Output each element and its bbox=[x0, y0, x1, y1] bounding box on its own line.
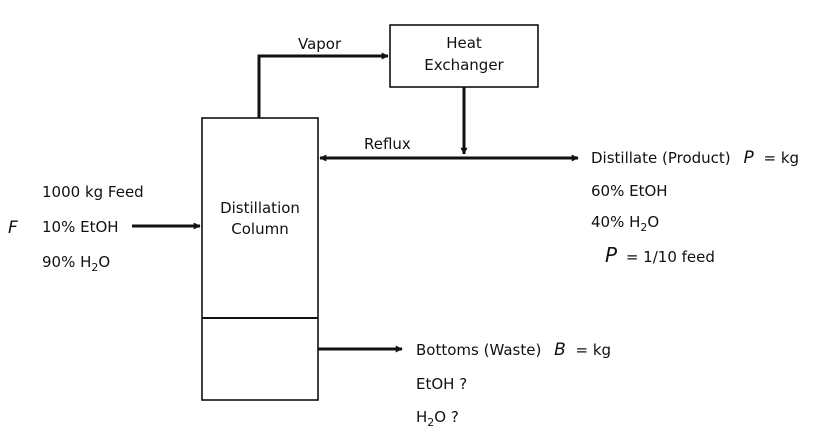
distillate-ratio: P = 1/10 feed bbox=[605, 243, 715, 267]
bottoms-stream: Bottoms (Waste) B = kg EtOH ? H2O ? bbox=[318, 340, 611, 429]
reflux-stream: Reflux bbox=[319, 135, 464, 162]
vapor-stream-label: Vapor bbox=[298, 35, 342, 53]
bottoms-water-unknown: H2O ? bbox=[416, 408, 459, 429]
feed-symbol: F bbox=[8, 218, 18, 238]
heat-exchanger-box bbox=[389, 24, 539, 88]
distillate-water-fraction: 40% H2O bbox=[591, 213, 659, 234]
heat-exchanger-label-line2: Exchanger bbox=[424, 56, 504, 74]
bottoms-label: Bottoms (Waste) B = kg bbox=[416, 340, 611, 360]
heat-exchanger-label-line1: Heat bbox=[446, 34, 482, 52]
feed-amount-label: 1000 kg Feed bbox=[42, 183, 144, 201]
distillate-ratio-symbol: P bbox=[605, 243, 618, 267]
bottoms-symbol: B bbox=[554, 340, 566, 360]
distillation-column-unit: Distillation Column bbox=[201, 117, 319, 401]
feed-water-fraction: 90% H2O bbox=[42, 253, 110, 274]
feed-stream: 1000 kg Feed F 10% EtOH 90% H2O bbox=[8, 183, 201, 274]
feed-etoh-fraction: 10% EtOH bbox=[42, 218, 119, 236]
distillate-label: Distillate (Product) P = kg bbox=[591, 148, 799, 168]
distillate-symbol: P bbox=[743, 148, 754, 168]
heat-exchanger-unit: Heat Exchanger bbox=[389, 24, 539, 88]
column-label-line1: Distillation bbox=[220, 199, 300, 217]
vapor-stream: Vapor bbox=[257, 35, 389, 118]
column-label-line2: Column bbox=[231, 220, 288, 238]
bottoms-etoh-unknown: EtOH ? bbox=[416, 375, 467, 393]
vapor-stream-line bbox=[257, 52, 389, 118]
distillate-etoh-fraction: 60% EtOH bbox=[591, 182, 668, 200]
reflux-stream-label: Reflux bbox=[364, 135, 411, 153]
distillate-stream: Distillate (Product) P = kg 60% EtOH 40%… bbox=[464, 148, 799, 267]
distillation-column-box bbox=[201, 117, 319, 401]
